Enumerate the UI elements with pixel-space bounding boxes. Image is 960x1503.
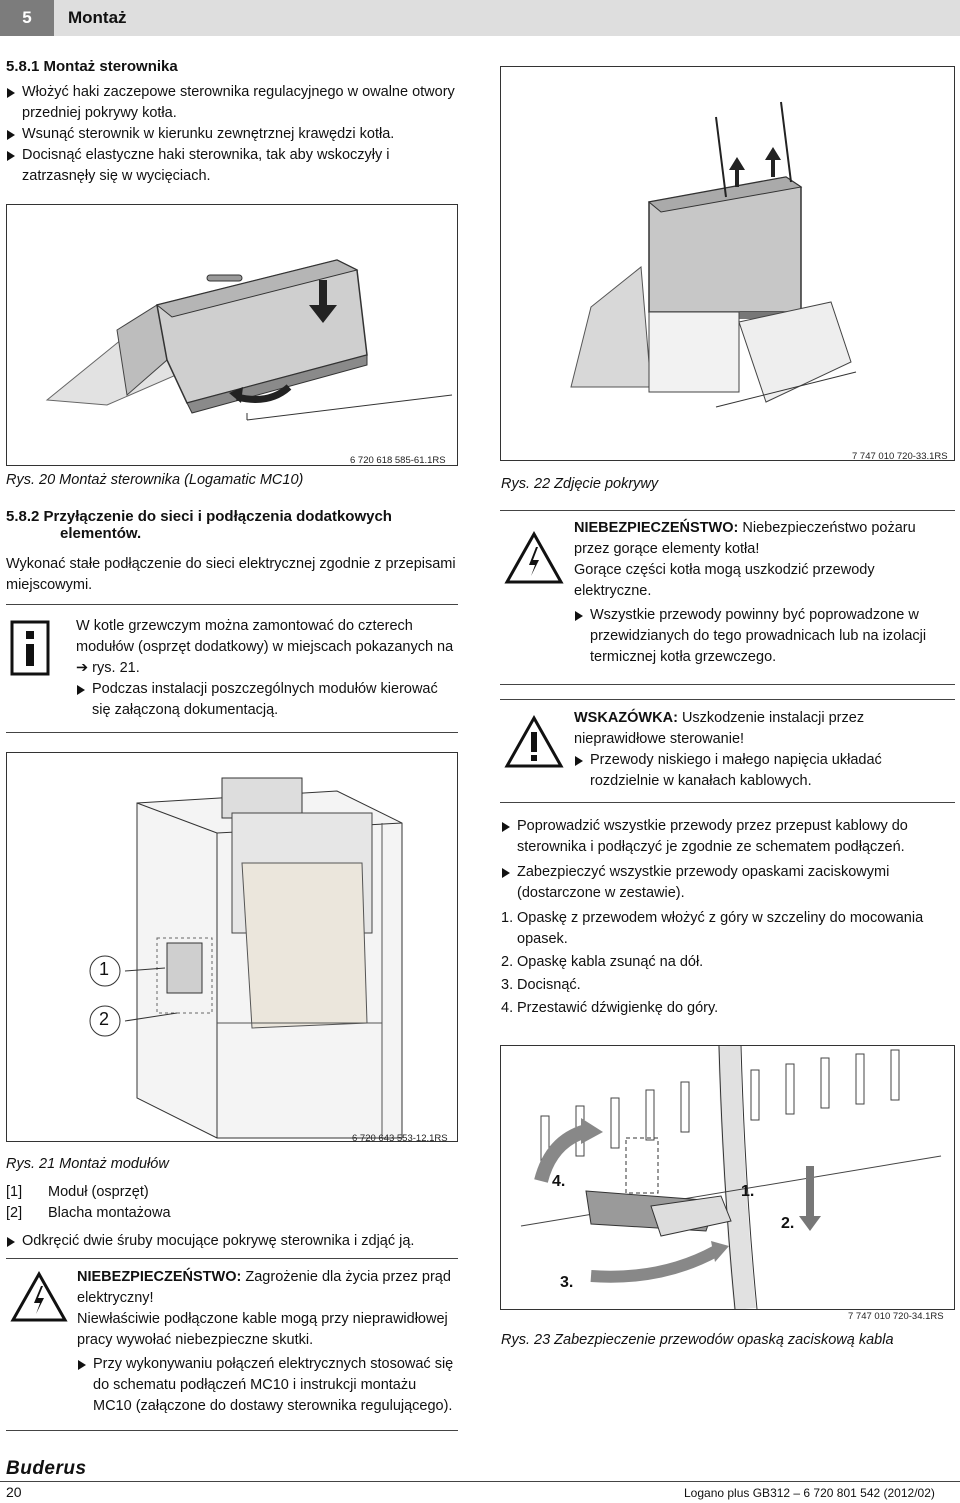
fig23-step3-label: 3. [560,1274,574,1291]
notice-title: Uszkodzenie instalacji przez nieprawidło… [574,710,865,747]
figure-21-frame [6,752,458,1142]
remove-cover-step: Odkręcić dwie śruby mocujące pokrywę ste… [6,1231,462,1252]
info-icon [6,618,54,678]
numbered-step: 1.Opaskę z przewodem włożyć z góry w szc… [501,910,924,947]
danger-left-top-rule [6,1258,458,1259]
controller-mounting-illustration [45,259,453,421]
down-arrow-icon [799,1166,821,1231]
figure-20-frame [6,204,458,466]
figure-20-ref: 6 720 618 585-61.1RS [350,455,446,466]
numbered-step: 3.Docisnąć. [501,977,581,993]
press-arrow-icon [590,1245,719,1283]
step-bullet: Wsunąć sterownik w kierunku zewnętrznej … [6,124,456,145]
up-arrow-icon [765,147,781,177]
figure-22-frame [500,66,955,461]
section-5-8-2-intro: Wykonać stałe podłączenie do sieci elekt… [6,556,456,593]
section-5-8-2-heading-line1: 5.8.2 Przyłączenie do sieci i podłączeni… [6,508,392,525]
section-5-8-2-heading-line2: elementów. [60,525,142,542]
rotate-arrow-icon [236,384,292,403]
figure-21-legend: [1]Moduł (osprzęt) [2]Blacha montażowa [6,1182,456,1224]
figure-20-caption: Rys. 20 Montaż sterownika (Logamatic MC1… [6,472,304,488]
footer-rule [0,1481,960,1482]
numbered-step: 2.Opaskę kabla zsunąć na dół. [501,954,704,970]
figure-23-caption: Rys. 23 Zabezpieczenie przewodów opaską … [501,1332,894,1348]
fig23-step1-label: 1. [741,1183,755,1200]
chapter-number: 5 [0,0,54,36]
info-box: W kotle grzewczym można zamontować do cz… [76,616,456,721]
callout-1: 1 [98,959,109,979]
cable-routing-steps: Poprowadzić wszystkie przewody przez prz… [501,816,956,1019]
fig23-step2-label: 2. [781,1215,795,1232]
up-arrow-icon [729,157,745,187]
electric-hazard-icon [503,530,565,586]
info-box-top-rule [6,604,458,605]
step-bullet: Docisnąć elastyczne haki sterownika, tak… [6,145,456,187]
danger-text: Gorące części kotła mogą uszkodzić przew… [574,562,875,599]
figure-23-ref: 7 747 010 720-34.1RS [848,1311,944,1322]
info-bullet: Podczas instalacji poszczególnych modułó… [76,679,456,721]
info-text: W kotle grzewczym można zamontować do cz… [76,618,454,676]
module-mounting-illustration [89,777,403,1139]
cable-tie-illustration [520,1045,942,1311]
danger-title: Zagrożenie dla życia przez prąd elektryc… [77,1269,451,1306]
danger-left-bottom-rule [6,1430,458,1431]
numbered-step: 4.Przestawić dźwigienkę do góry. [501,1000,719,1016]
section-5-8-2-heading: 5.8.2 Przyłączenie do sieci i podłączeni… [6,508,456,542]
notice-bullet: Przewody niskiego i małego napięcia ukła… [574,750,954,792]
callout-2: 2 [98,1009,109,1029]
module-accessory-shape [166,942,203,994]
chapter-title: Montaż [68,8,127,27]
info-box-bottom-rule [6,732,458,733]
figure-23-frame [500,1045,955,1311]
figure-21-caption: Rys. 21 Montaż modułów [6,1156,169,1172]
buderus-logo: Buderus [6,1458,87,1479]
danger-left-box: NIEBEZPIECZEŃSTWO: Zagrożenie dla życia … [77,1267,457,1417]
step-bullet: Poprowadzić wszystkie przewody przez prz… [501,816,956,858]
notice-label: WSKAZÓWKA: [574,710,678,726]
cover-removal-illustration [570,101,857,408]
document-id: Logano plus GB312 – 6 720 801 542 (2012/… [684,1486,935,1500]
figure-22-caption: Rys. 22 Zdjęcie pokrywy [501,476,659,492]
warning-exclamation-icon [503,714,565,770]
danger-label: NIEBEZPIECZEŃSTWO: [574,520,739,536]
mounting-plate-shape [156,937,213,1014]
danger-title: Niebezpieczeństwo pożaru przez gorące el… [574,520,916,557]
step-bullet: Zabezpieczyć wszystkie przewody opaskami… [501,862,956,904]
step-bullet: Włożyć haki zaczepowe sterownika regulac… [6,82,456,124]
legend-item: [2]Blacha montażowa [6,1205,171,1221]
page-number: 20 [6,1484,22,1500]
danger-label: NIEBEZPIECZEŃSTWO: [77,1269,242,1285]
legend-item: [1]Moduł (osprzęt) [6,1184,149,1200]
electric-hazard-icon [10,1270,68,1324]
notice-box: WSKAZÓWKA: Uszkodzenie instalacji przez … [574,708,954,792]
danger-bullet: Wszystkie przewody powinny być poprowadz… [574,605,954,668]
figure-21-ref: 6 720 643 553-12.1RS [352,1133,448,1144]
danger-right-bottom-rule [500,684,955,685]
figure-22-ref: 7 747 010 720-33.1RS [852,451,948,462]
danger-text: Niewłaściwie podłączone kable mogą przy … [77,1311,448,1348]
danger-bullet: Przy wykonywaniu połączeń elektrycznych … [77,1354,457,1417]
section-5-8-1-heading: 5.8.1 Montaż sterownika [6,58,178,75]
danger-right-top-rule [500,510,955,511]
down-arrow-icon [309,280,337,323]
callout-2-circle [89,1005,121,1037]
callout-1-circle [89,955,121,987]
notice-bottom-rule [500,802,955,803]
chapter-header-bar [54,0,960,36]
fig23-step4-label: 4. [552,1173,566,1190]
danger-right-box: NIEBEZPIECZEŃSTWO: Niebezpieczeństwo poż… [574,518,954,668]
section-5-8-1-steps: Włożyć haki zaczepowe sterownika regulac… [6,82,456,187]
lever-up-arrow-icon [534,1124,589,1183]
notice-top-rule [500,699,955,700]
